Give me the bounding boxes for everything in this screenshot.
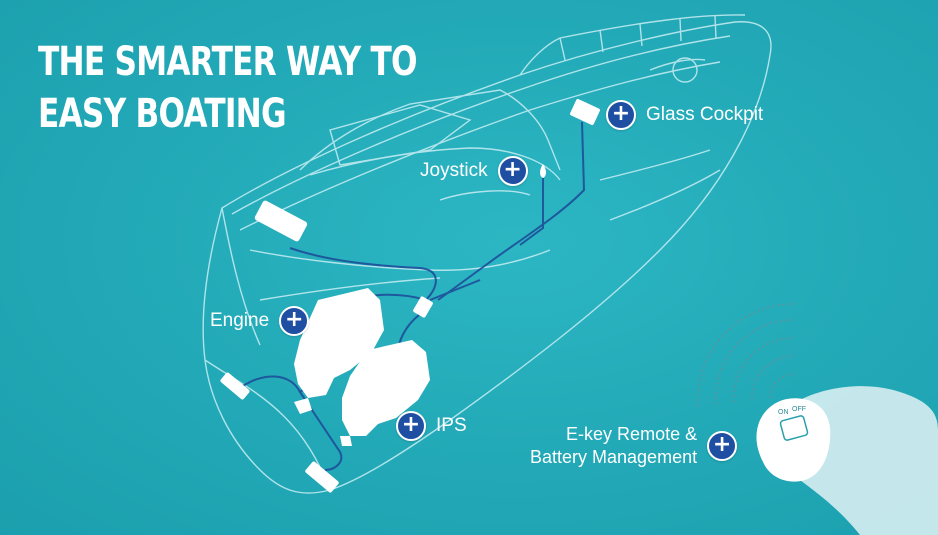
glass-cockpit-display xyxy=(570,99,600,125)
headline-line-1: THE SMARTER WAY TO xyxy=(38,39,418,85)
hotspot-ips[interactable]: + IPS xyxy=(396,411,467,441)
hotspot-label-joystick: Joystick xyxy=(420,160,488,181)
hotspot-engine[interactable]: Engine + xyxy=(210,306,310,336)
remote-off-label: OFF xyxy=(792,406,806,413)
trim-tab-right xyxy=(305,461,339,493)
ips-drive xyxy=(340,340,430,446)
ecu-box xyxy=(413,296,433,318)
hotspot-label-glass-cockpit: Glass Cockpit xyxy=(646,104,764,125)
e-key-remote: ON OFF xyxy=(756,398,831,482)
plus-icon[interactable]: + xyxy=(606,100,636,130)
hotspot-e-key-remote[interactable]: E-key Remote & Battery Management + xyxy=(530,423,738,469)
hotspot-label-e-key-line-2: Battery Management xyxy=(530,447,698,467)
hotspot-label-engine: Engine xyxy=(210,310,270,331)
plus-icon[interactable]: + xyxy=(707,431,738,461)
signal-waves-icon xyxy=(697,303,795,407)
hotspot-joystick[interactable]: Joystick + xyxy=(420,156,528,186)
boat-hull-outline xyxy=(202,14,772,494)
hotspot-label-e-key: E-key Remote & Battery Management xyxy=(530,423,697,469)
plus-icon[interactable]: + xyxy=(279,306,310,336)
hotspot-label-ips: IPS xyxy=(436,415,467,436)
joystick-knob xyxy=(540,164,546,178)
engine-block xyxy=(294,288,384,414)
plus-icon[interactable]: + xyxy=(497,156,528,186)
remote-on-label: ON xyxy=(778,409,789,416)
headline-line-2: EASY BOATING xyxy=(38,91,287,137)
transom-plate xyxy=(254,200,308,242)
hotspot-glass-cockpit[interactable]: + Glass Cockpit xyxy=(606,100,763,130)
hotspot-label-e-key-line-1: E-key Remote & xyxy=(566,424,698,444)
trim-tab-left xyxy=(220,372,250,400)
plus-icon[interactable]: + xyxy=(396,411,426,441)
